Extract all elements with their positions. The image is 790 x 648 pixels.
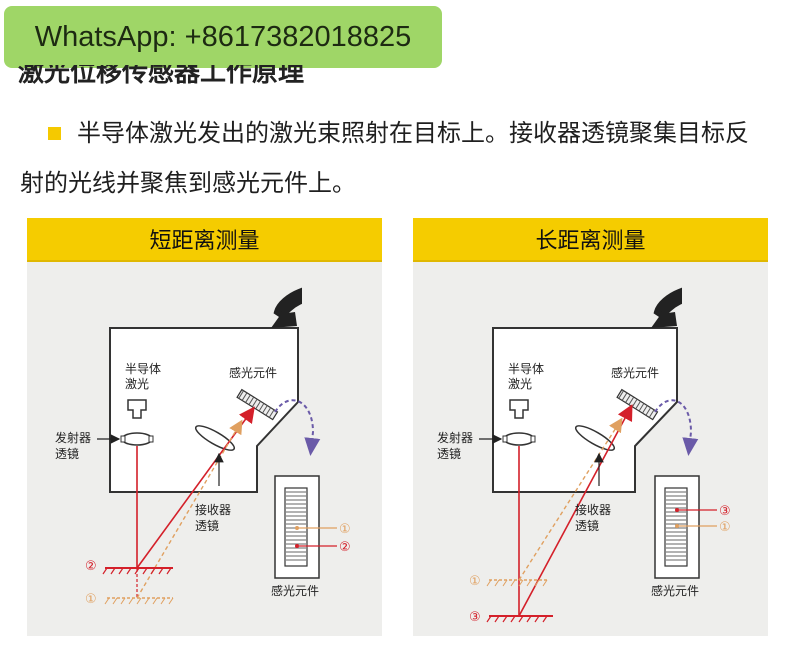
reflected-beam-1 — [518, 417, 623, 581]
cable — [273, 287, 302, 321]
short-distance-panel: 短距离测量 半导体 激光 — [27, 218, 382, 636]
receiver-lens-label-line1: 接收器 — [195, 502, 231, 517]
sensor-element-label-bottom: 感光元件 — [271, 583, 319, 598]
sensor-element-label-top: 感光元件 — [611, 365, 659, 380]
sensor-housing — [109, 327, 299, 493]
cable — [653, 287, 682, 321]
emitter-lens-label-line1: 发射器 — [55, 430, 91, 445]
description-paragraph: 半导体激光发出的激光束照射在目标上。接收器透镜聚集目标反射的光线并聚焦到感光元件… — [20, 108, 772, 208]
emitter-lens-icon — [121, 432, 153, 446]
receiver-lens-label-line2: 透镜 — [195, 518, 219, 533]
laser-diode-icon — [127, 399, 147, 419]
emitter-lens-label-line1: 发射器 — [437, 430, 473, 445]
description-text: 半导体激光发出的激光束照射在目标上。接收器透镜聚集目标反射的光线并聚焦到感光元件… — [20, 119, 749, 197]
target-marker-1: ① — [85, 592, 97, 607]
emitter-lens-label-line2: 透镜 — [55, 446, 79, 461]
target-marker-2: ② — [85, 559, 97, 574]
long-distance-title: 长距离测量 — [413, 218, 768, 262]
laser-label-line1: 半导体 — [508, 362, 544, 376]
laser-label-line1: 半导体 — [125, 362, 161, 376]
sensor-element-label-bottom: 感光元件 — [651, 583, 699, 598]
target-marker-1: ① — [469, 574, 481, 589]
emitter-lens-label-line2: 透镜 — [437, 446, 461, 461]
sensor-element-label-top: 感光元件 — [229, 365, 277, 380]
sensor-housing — [492, 327, 678, 493]
laser-diode-icon — [509, 399, 529, 419]
whatsapp-badge: WhatsApp: +8617382018825 — [4, 6, 442, 68]
sensor-marker-2: ② — [339, 540, 351, 555]
emitter-lens-icon — [503, 432, 535, 446]
target-marker-3: ③ — [469, 610, 481, 625]
long-distance-panel: 长距离测量 半导体 激光 感光元件 — [413, 218, 768, 636]
short-distance-title: 短距离测量 — [27, 218, 382, 262]
projection-arrow — [274, 399, 321, 456]
reflected-beam-1 — [136, 419, 243, 599]
laser-label-line2: 激光 — [508, 377, 532, 391]
projection-arrow — [654, 399, 699, 456]
receiver-lens-icon — [194, 425, 236, 451]
sensor-marker-3: ③ — [719, 504, 731, 519]
long-distance-diagram: 半导体 激光 感光元件 ① ③ 发射器 透镜 接收器 透镜 — [437, 287, 731, 625]
receiver-lens-icon — [574, 425, 616, 451]
page-title: 激光位移传感器工作原理 — [18, 58, 305, 88]
sensor-marker-1: ① — [339, 522, 351, 537]
sensor-marker-1: ① — [719, 520, 731, 535]
receiver-lens-label-line1: 接收器 — [575, 502, 611, 517]
receiver-lens-label-line2: 透镜 — [575, 518, 599, 533]
laser-label-line2: 激光 — [125, 377, 149, 391]
short-distance-diagram: 半导体 激光 感光元件 ② ① 发射器 透镜 — [55, 287, 351, 607]
bullet-square-icon — [48, 126, 61, 140]
